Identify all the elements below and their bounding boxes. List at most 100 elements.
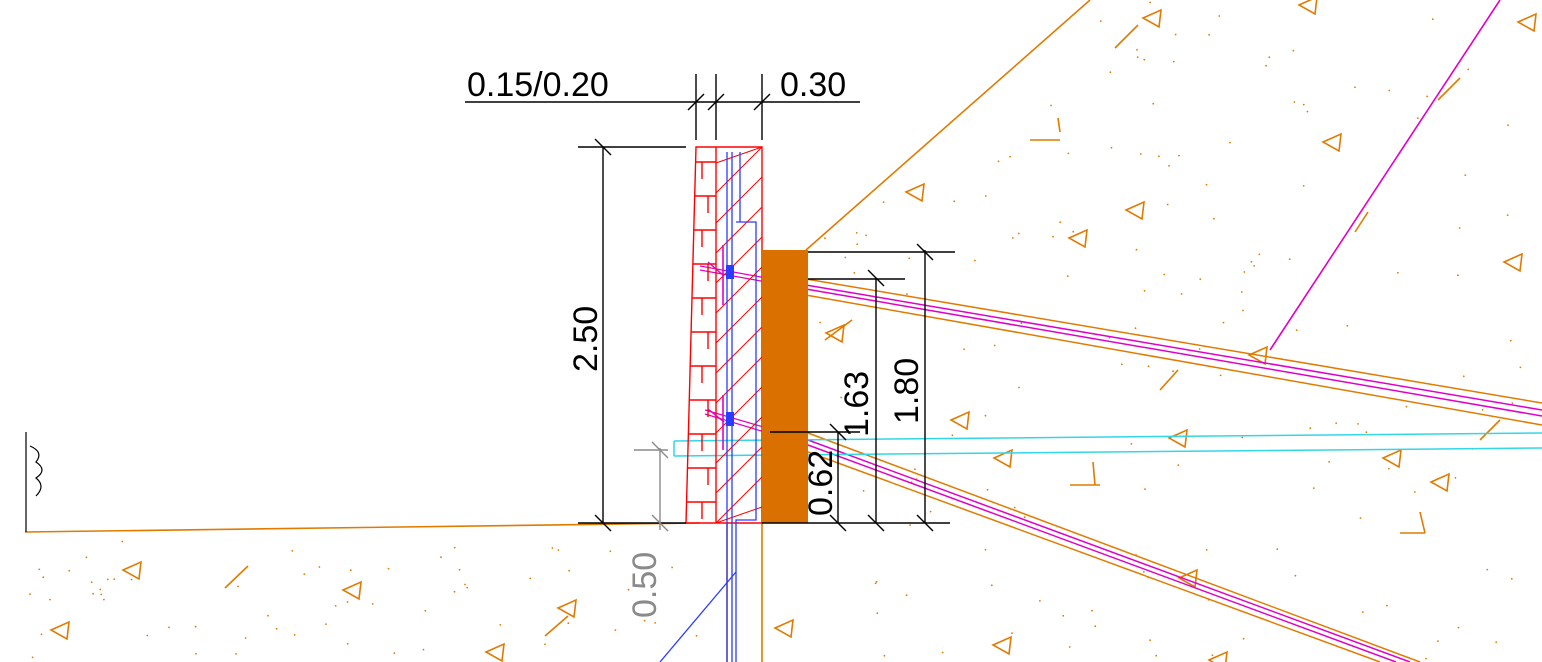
soil-triangle-symbol	[1247, 345, 1268, 366]
soil-dot	[453, 590, 456, 593]
soil-dot	[499, 624, 502, 626]
soil-dot	[1354, 86, 1356, 89]
soil-dot	[1199, 278, 1202, 280]
soil-dot	[1361, 611, 1364, 613]
soil-dot	[1205, 549, 1208, 551]
soil-dot	[1136, 49, 1138, 51]
soil-dot	[1023, 516, 1026, 519]
soil-dot	[1462, 375, 1465, 378]
soil-triangle-symbol	[1321, 132, 1342, 153]
soil-dot	[1467, 68, 1470, 71]
soil-dot	[883, 654, 886, 657]
soil-dot	[1241, 436, 1244, 439]
soil-dot	[1152, 102, 1155, 105]
soil-dot	[29, 593, 31, 595]
soil-dot	[1431, 18, 1434, 21]
soil-tick-symbol	[544, 615, 569, 637]
soil-hatch-symbols	[49, 0, 1537, 662]
soil-dot	[1205, 183, 1208, 186]
soil-triangle-symbol	[121, 560, 142, 581]
soil-dot	[1174, 33, 1177, 36]
soil-dot	[1050, 104, 1052, 107]
soil-dot	[568, 569, 570, 572]
soil-dot	[235, 653, 238, 655]
soil-dot	[334, 605, 337, 607]
soil-dot	[1211, 654, 1214, 657]
soil-triangle-symbol	[556, 598, 577, 619]
soil-dot	[1109, 71, 1112, 74]
soil-dot	[1242, 309, 1244, 312]
soil-dot	[951, 434, 954, 437]
soil-dot	[1144, 488, 1146, 490]
soil-triangle-symbol	[991, 635, 1012, 656]
soil-dot	[906, 293, 908, 295]
soil-triangle-symbol	[1381, 448, 1402, 469]
soil-dot	[1166, 203, 1169, 206]
concrete-hatch	[715, 296, 763, 344]
soil-dot	[346, 601, 349, 603]
soil-dot	[1213, 217, 1215, 220]
soil-dot	[997, 160, 1000, 163]
soil-dot	[371, 603, 374, 605]
soil-dot	[1067, 152, 1070, 155]
soil-dot	[824, 237, 826, 240]
soil-triangle-symbol	[1167, 428, 1188, 449]
soil-dot	[1386, 604, 1388, 607]
concrete-hatch	[715, 326, 763, 374]
soil-dot	[840, 396, 843, 399]
soil-dot	[1309, 427, 1312, 430]
soil-dot	[874, 582, 877, 585]
soil-dot	[38, 568, 41, 571]
soil-tick-symbol	[824, 319, 853, 341]
soil-dot	[844, 256, 847, 259]
soil-dot	[1486, 568, 1489, 571]
soil-tick-symbol	[1419, 511, 1426, 534]
soil-dot	[1130, 443, 1133, 445]
soil-dot	[1134, 327, 1137, 330]
magenta-reference-line	[1269, 0, 1501, 351]
soil-dot	[1172, 370, 1174, 373]
soil-dot	[1099, 20, 1102, 22]
dim-anchor-lower-label: 0.62	[802, 450, 840, 516]
soil-dot	[393, 652, 396, 655]
soil-dot	[1011, 632, 1013, 635]
soil-dot	[1357, 423, 1359, 425]
soil-dot	[168, 626, 170, 629]
concrete-hatch	[715, 146, 763, 194]
soil-dot	[1243, 271, 1246, 273]
soil-dot	[1136, 56, 1139, 58]
soil-dot	[654, 622, 656, 624]
soil-dot	[1302, 103, 1305, 106]
soil-dot	[984, 548, 987, 551]
soil-dot	[876, 612, 879, 615]
soil-dot	[929, 510, 932, 513]
soil-dot	[1094, 625, 1097, 628]
soil-triangle-symbol	[949, 410, 970, 431]
concrete-hatch	[715, 506, 763, 524]
soil-dot	[387, 567, 390, 570]
soil-dot	[1147, 365, 1150, 368]
soil-dot	[1242, 637, 1245, 640]
soil-dot	[453, 546, 456, 549]
soil-dot	[1294, 574, 1297, 577]
soil-dot	[1039, 600, 1041, 602]
drain-pipe	[673, 432, 1542, 457]
soil-dot	[1066, 275, 1069, 277]
soil-dot	[237, 585, 239, 588]
soil-dot	[346, 643, 349, 645]
anchor-heads	[707, 245, 734, 450]
soil-dot	[1143, 58, 1146, 61]
soil-dot	[1135, 248, 1138, 251]
dimension-lines	[465, 74, 955, 532]
soil-dot	[1009, 155, 1011, 158]
soil-dot	[1328, 461, 1330, 463]
soil-dot	[953, 200, 956, 203]
soil-dot	[1222, 321, 1225, 324]
soil-dot	[882, 201, 885, 204]
wall-reinforcement	[659, 152, 757, 662]
soil-dot	[1172, 60, 1175, 63]
soil-tick-symbol	[1159, 369, 1179, 391]
soil-dot	[1155, 654, 1158, 657]
soil-dot	[1295, 329, 1298, 332]
soil-triangle-symbol	[1124, 200, 1145, 221]
